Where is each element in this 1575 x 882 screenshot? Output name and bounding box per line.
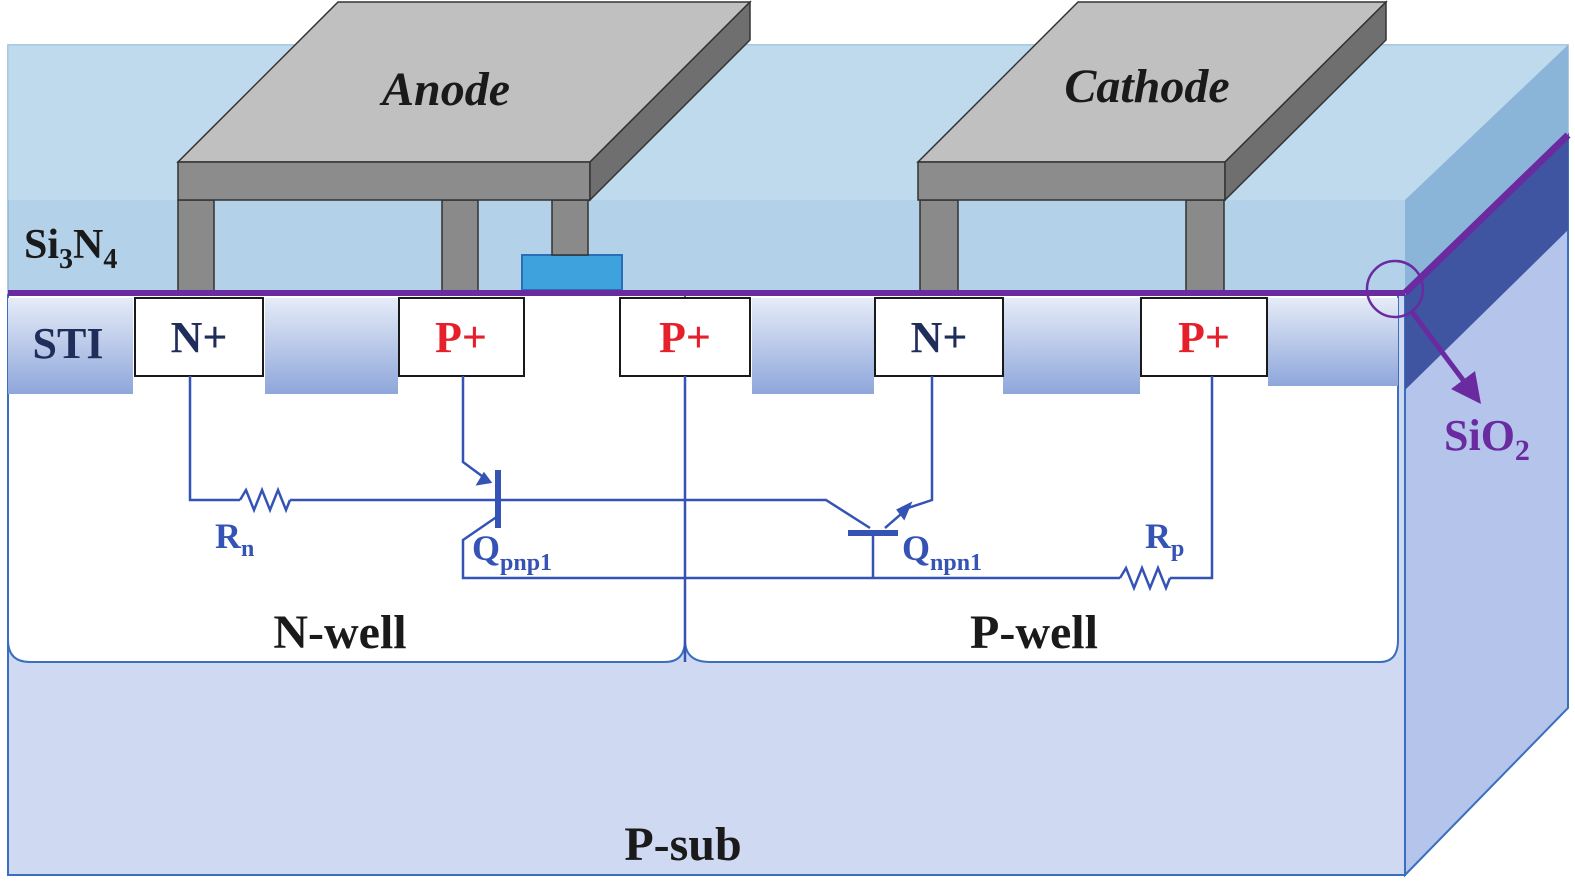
anode-label: Anode <box>379 63 510 116</box>
labels: Anode Cathode Si3N4 STI N+ P+ P+ N+ P+ S… <box>24 60 1530 871</box>
qpnp-emitter-arrow <box>475 471 493 486</box>
cathode-label: Cathode <box>1064 60 1229 113</box>
oxide-indicator <box>8 132 1571 404</box>
gate-block <box>521 254 623 291</box>
sti-label: STI <box>33 319 104 368</box>
diffusion-boxes <box>134 297 1268 377</box>
resistor-rp-symbol <box>1118 564 1172 592</box>
nwell-label: N-well <box>273 606 406 659</box>
qnpn-label: Qnpn1 <box>902 528 982 576</box>
qnpn-emitter-arrow <box>896 501 913 521</box>
diffusion-p-plus-2: P+ <box>659 313 711 362</box>
anode-electrode <box>176 0 752 293</box>
equivalent-circuit <box>188 376 1214 662</box>
sti-regions <box>8 298 1398 394</box>
qpnp-label: Qpnp1 <box>472 528 552 576</box>
si3n4-label: Si3N4 <box>24 222 117 275</box>
diffusion-n-plus-1: N+ <box>171 313 228 362</box>
diffusion-p-plus-1: P+ <box>435 313 487 362</box>
pwell-label: P-well <box>970 606 1098 659</box>
cathode-electrode <box>916 0 1388 293</box>
sio2-label: SiO2 <box>1444 411 1530 467</box>
psub-label: P-sub <box>624 818 741 871</box>
resistor-rn-symbol <box>238 486 292 514</box>
rn-label: Rn <box>215 516 254 562</box>
diffusion-p-plus-3: P+ <box>1178 313 1230 362</box>
diffusion-n-plus-2: N+ <box>911 313 968 362</box>
rp-label: Rp <box>1145 516 1184 562</box>
